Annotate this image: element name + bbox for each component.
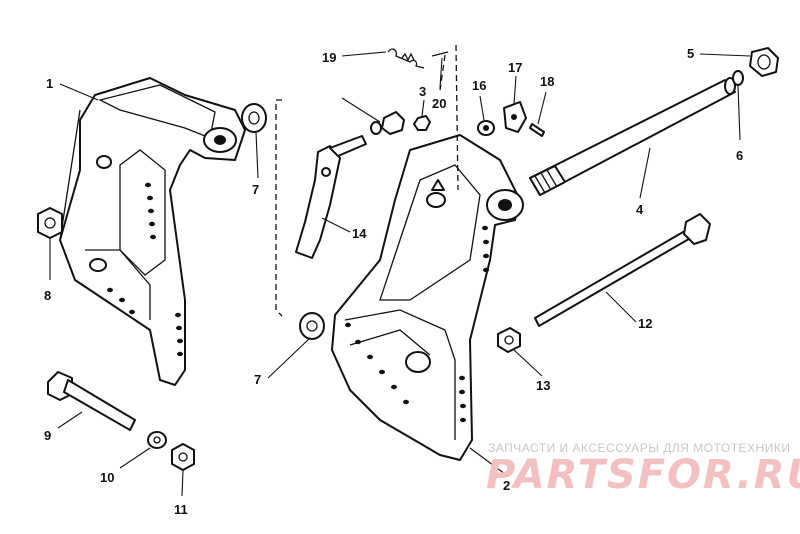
spring-19 (387, 48, 425, 69)
washer-10 (147, 431, 167, 449)
nut-11 (171, 443, 195, 471)
thrust-washer-7-lower (299, 312, 325, 340)
alignment-dash-left (275, 99, 283, 317)
watermark-tagline: ЗАПЧАСТИ И АКСЕССУАРЫ ДЛЯ МОТОТЕХНИКИ (488, 441, 790, 455)
callout-11: 11 (174, 502, 188, 517)
watermark-logo: PARTSFOR.RU (486, 452, 800, 498)
callout-9: 9 (44, 428, 51, 443)
callout-7-lower: 7 (254, 372, 261, 387)
nut-13 (497, 327, 521, 353)
callout-3: 3 (419, 84, 426, 99)
callout-8: 8 (44, 288, 51, 303)
clamp-bracket-left (59, 77, 246, 386)
tilt-bolt (534, 213, 711, 327)
callout-2: 2 (503, 478, 510, 493)
bolt-9 (47, 371, 136, 431)
thrust-washer-7-upper (241, 103, 267, 133)
screw-3 (413, 115, 431, 131)
callout-labels: 1 2 3 4 5 6 7 7 8 9 10 11 12 13 14 16 17… (44, 46, 743, 517)
callout-20: 20 (432, 96, 446, 111)
callout-16: 16 (472, 78, 486, 93)
callout-7-upper: 7 (252, 182, 259, 197)
cam-17 (503, 101, 527, 133)
pin-20 (431, 44, 459, 191)
tilt-lever (295, 135, 367, 259)
washer-6 (732, 70, 744, 86)
callout-4: 4 (636, 202, 644, 217)
callout-1: 1 (46, 76, 53, 91)
callout-18: 18 (540, 74, 554, 89)
nut-8 (37, 207, 63, 239)
bushing-16 (477, 120, 495, 136)
callout-19: 19 (322, 50, 336, 65)
swivel-shaft (529, 77, 736, 196)
callout-13: 13 (536, 378, 550, 393)
pin-18 (529, 123, 545, 137)
callout-17: 17 (508, 60, 522, 75)
callout-14: 14 (352, 226, 367, 241)
clamp-bracket-right (331, 134, 524, 461)
callout-10: 10 (100, 470, 114, 485)
bushing-near-14 (370, 111, 405, 135)
leader-lines (49, 51, 751, 497)
watermark: ЗАПЧАСТИ И АКСЕССУАРЫ ДЛЯ МОТОТЕХНИКИ PA… (486, 441, 800, 498)
callout-6: 6 (736, 148, 743, 163)
callout-12: 12 (638, 316, 652, 331)
callout-5: 5 (687, 46, 694, 61)
nut-5 (749, 47, 779, 77)
